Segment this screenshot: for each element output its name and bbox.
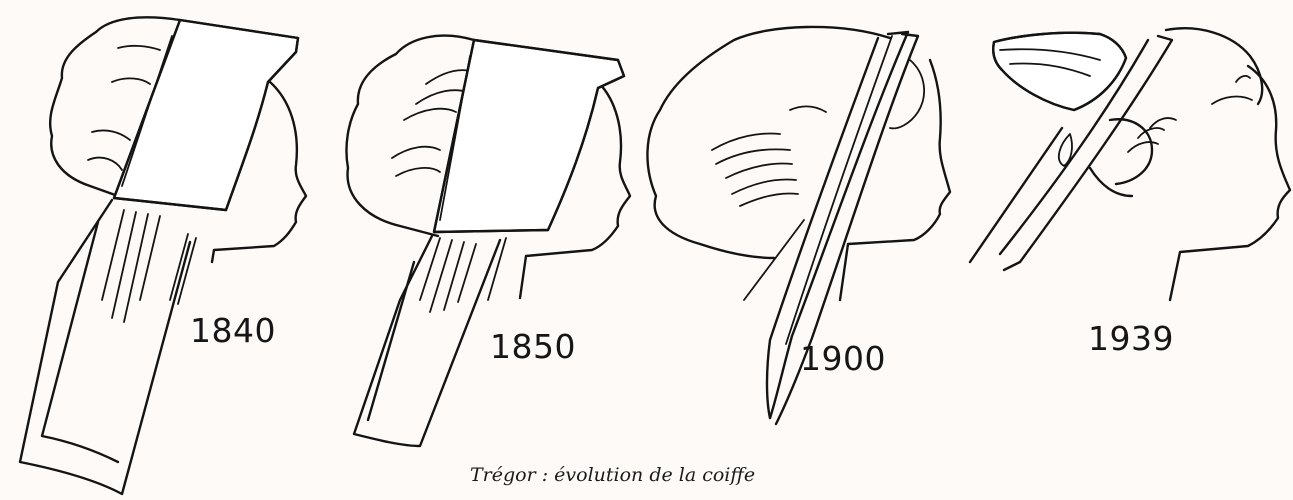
year-label-1939: 1939 xyxy=(1088,322,1174,355)
year-label-1850: 1850 xyxy=(490,330,576,363)
coiffe-drawing-1900 xyxy=(647,27,950,424)
figure-caption: Trégor : évolution de la coiffe xyxy=(470,466,755,485)
coiffe-drawing-1939 xyxy=(970,28,1290,300)
year-label-1840: 1840 xyxy=(190,314,276,347)
year-label-1900: 1900 xyxy=(800,342,886,375)
coiffe-drawing-1840 xyxy=(20,17,306,494)
coiffe-drawing-1850 xyxy=(346,36,630,446)
